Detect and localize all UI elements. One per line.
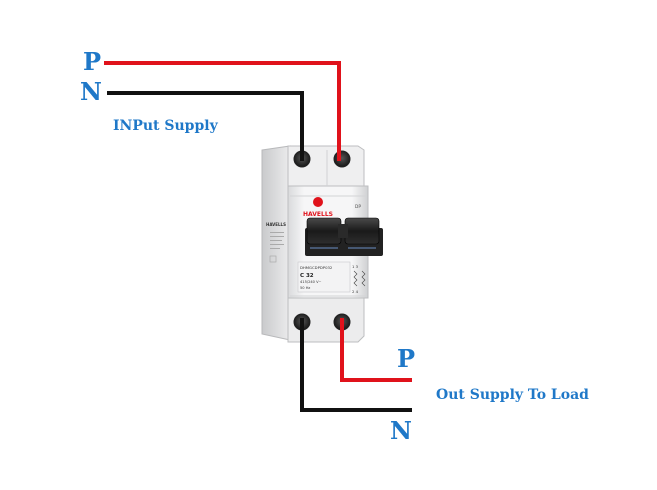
input-phase-terminal <box>333 150 351 168</box>
toggle-lever-left[interactable] <box>306 217 342 245</box>
input-supply-caption: INPut Supply <box>113 118 218 134</box>
toggle-lever-right[interactable] <box>344 217 380 245</box>
terminal-numbers-top: 1 3 <box>352 264 359 269</box>
current-rating: C 32 <box>300 273 314 279</box>
input-neutral-wire <box>107 91 304 161</box>
breaker-side-panel <box>261 145 291 341</box>
output-supply-caption: Out Supply To Load <box>436 387 589 403</box>
output-phase-label: P <box>397 344 416 373</box>
output-neutral-label: N <box>390 416 412 445</box>
frequency-rating: 50 Hz <box>300 286 310 290</box>
input-neutral-label: N <box>80 77 102 106</box>
input-phase-wire <box>104 61 341 161</box>
lever-tie-bar <box>338 224 348 238</box>
side-brand-name: HAVELLS <box>266 222 286 227</box>
wiring <box>104 61 412 412</box>
havells-logo-mark <box>313 197 323 207</box>
rating-label: DHMGCDPDP032 C 32 415/240 V~ 50 Hz <box>297 261 351 293</box>
breaker-bottom-block <box>287 297 365 343</box>
model-number: DHMGCDPDP032 <box>300 265 333 270</box>
mcb-breaker: HAVELLS DP HAVELLS DHMGCDPDP032 C 32 <box>261 145 383 343</box>
pole-label: DP <box>355 204 361 210</box>
voltage-rating: 415/240 V~ <box>300 280 322 284</box>
output-phase-wire <box>340 318 412 382</box>
terminal-schematic: 1 3 2 4 <box>352 264 366 294</box>
side-label-lines <box>269 232 284 263</box>
brand-name: HAVELLS <box>303 211 333 218</box>
terminal-numbers-bottom: 2 4 <box>352 289 359 294</box>
breaker-toggle-levers[interactable] <box>306 217 380 249</box>
output-neutral-wire <box>300 318 412 412</box>
input-phase-label: P <box>83 47 102 76</box>
havells-logo: HAVELLS <box>303 197 333 218</box>
